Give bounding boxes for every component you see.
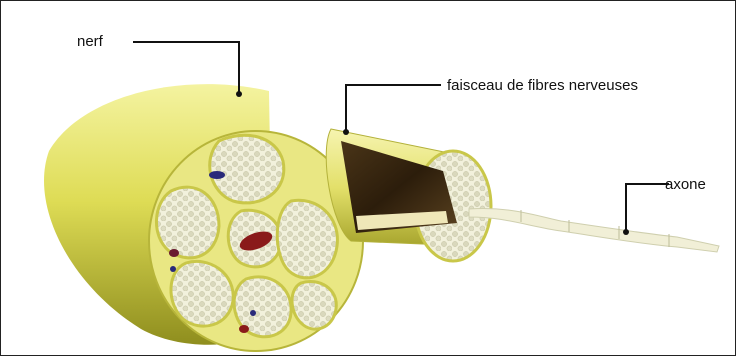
label-nerf: nerf xyxy=(77,34,103,49)
blood-vessel xyxy=(209,171,225,179)
blood-vessel xyxy=(239,325,249,333)
label-axon: axone xyxy=(665,177,706,192)
label-fascicle: faisceau de fibres nerveuses xyxy=(447,78,638,93)
blood-vessel xyxy=(170,266,176,272)
blood-vessel xyxy=(250,310,256,316)
blood-vessel xyxy=(169,249,179,257)
axon xyxy=(469,208,719,252)
